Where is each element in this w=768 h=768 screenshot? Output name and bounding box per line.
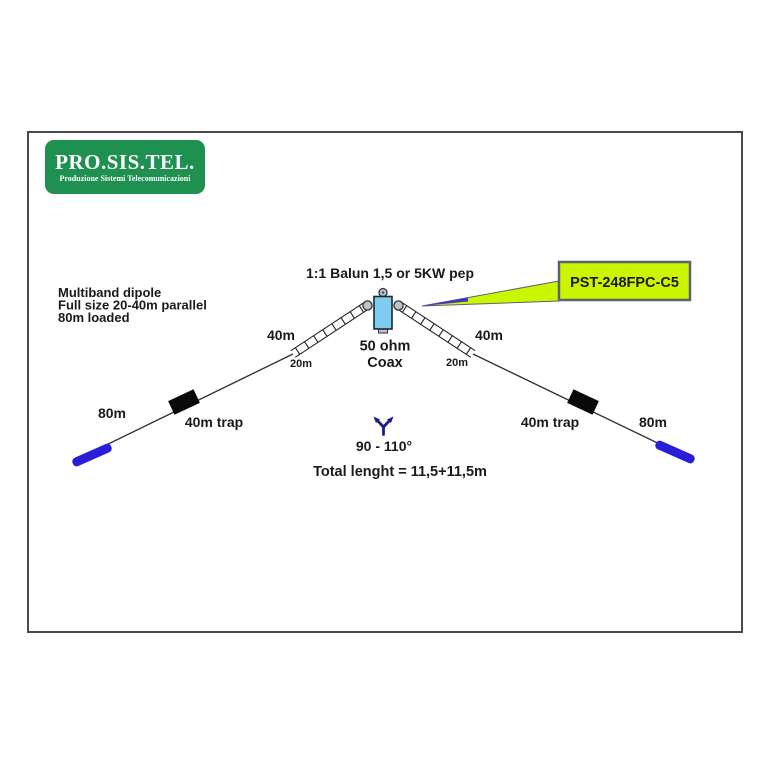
- logo-subtitle: Produzione Sistemi Telecomunicazioni: [59, 173, 191, 183]
- left-40m-trap: [168, 389, 200, 415]
- balun-body: [373, 295, 393, 330]
- callout-pointer-tip: [422, 297, 468, 306]
- balun-title-label: 1:1 Balun 1,5 or 5KW pep: [306, 265, 474, 281]
- left-end-insulator: [72, 443, 112, 467]
- prosistel-logo: PRO.SIS.TEL. Produzione Sistemi Telecomu…: [45, 140, 205, 194]
- apex-angle-icon: [373, 416, 394, 436]
- description-line-3: 80m loaded: [58, 310, 130, 325]
- right-40m-label: 40m: [475, 327, 503, 343]
- right-40m-trap: [567, 389, 599, 415]
- drawing-page-frame: [27, 131, 743, 633]
- total-length-label: Total lenght = 11,5+11,5m: [313, 464, 487, 480]
- logo-title: PRO.SIS.TEL.: [55, 149, 195, 174]
- right-20m-label: 20m: [446, 357, 468, 369]
- left-40m-label: 40m: [267, 327, 295, 343]
- right-end-insulator: [655, 440, 695, 464]
- coax-label-line1: 50 ohm: [360, 339, 411, 355]
- callout-box: [557, 260, 692, 302]
- description-line-1: Multiband dipole: [58, 285, 161, 300]
- balun: [362, 287, 404, 334]
- callout-label: PST-248FPC-C5: [570, 275, 679, 291]
- left-80m-label: 80m: [98, 405, 126, 421]
- right-trap-label: 40m trap: [521, 414, 579, 430]
- balun-top-eyelet-hole: [381, 291, 385, 294]
- coax-label-line2: Coax: [367, 355, 402, 371]
- left-ladder-line: [290, 302, 369, 358]
- right-ladder-line: [397, 302, 476, 358]
- description-block: Multiband dipole Full size 20-40m parall…: [58, 285, 207, 325]
- balun-left-eyelet: [362, 300, 373, 311]
- right-80m-label: 80m: [639, 414, 667, 430]
- balun-right-eyelet: [393, 300, 404, 311]
- description-line-2: Full size 20-40m parallel: [58, 298, 207, 313]
- left-20m-label: 20m: [290, 358, 312, 370]
- left-trap-label: 40m trap: [185, 414, 243, 430]
- apex-angle-value: 90 - 110°: [356, 438, 412, 454]
